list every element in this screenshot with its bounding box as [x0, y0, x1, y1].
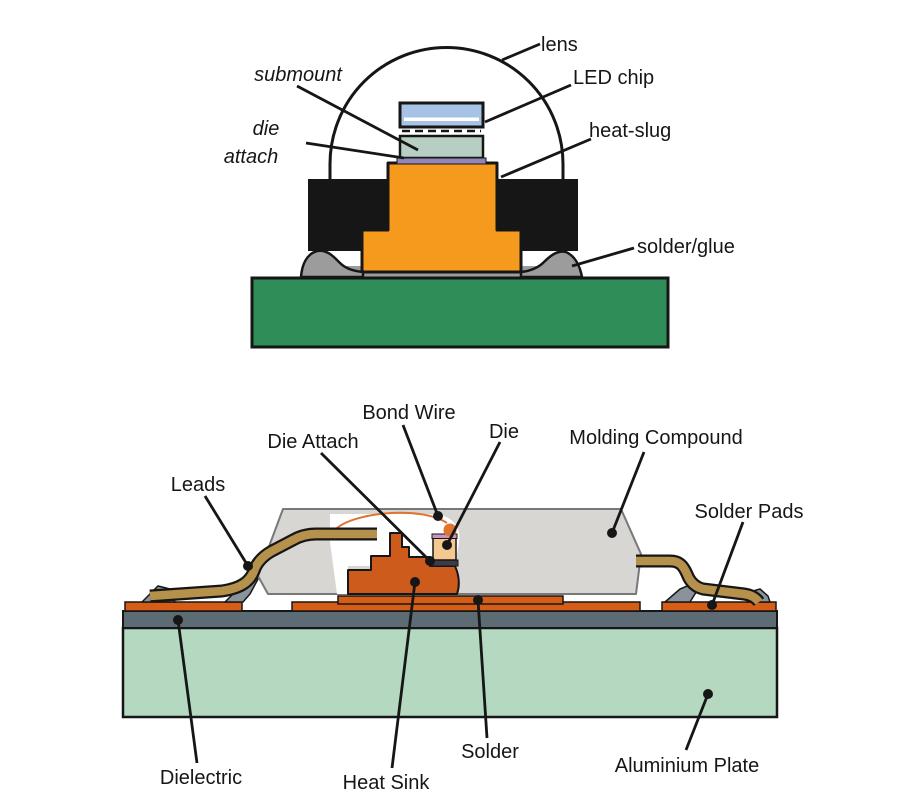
lead-left-shape: [149, 529, 377, 601]
solder-glue-label: solder/glue: [637, 236, 735, 258]
bottom-diagram: Bond Wire Die Attach Die Molding Compoun…: [121, 402, 804, 792]
molding-compound-dot: [607, 528, 617, 538]
solder-pad-left-shape: [124, 601, 243, 612]
solder-glue-leader-line: [571, 246, 635, 268]
die-top-layer-shape: [431, 533, 458, 539]
board-shape: [250, 276, 670, 349]
die-attach-dot: [425, 556, 435, 566]
heat-sink-dot: [410, 577, 420, 587]
leads-label: Leads: [171, 474, 226, 496]
top-diagram: lens submount die attach LED chip heat-s…: [224, 34, 735, 349]
dielectric-leader-line: [176, 619, 199, 764]
die-dot: [442, 540, 452, 550]
solder-pads-label: Solder Pads: [695, 501, 804, 523]
solder-pads-leader-line: [710, 521, 745, 606]
submount-leader-line: [296, 84, 419, 152]
dielectric-dot: [173, 615, 183, 625]
solder-glue-right-shape: [519, 250, 584, 279]
aluminium-plate-leader-line: [684, 693, 710, 751]
heat-slug-leader-line: [500, 137, 592, 179]
dielectric-label: Dielectric: [160, 767, 242, 789]
led-chip-label: LED chip: [573, 67, 654, 89]
submount-label: submount: [254, 64, 343, 86]
bond-wire-dot: [433, 511, 443, 521]
die-attach-layer-shape: [396, 157, 487, 165]
solder-pad-right-shape: [661, 601, 777, 612]
led-chip-shape: [398, 101, 485, 129]
led-chip-leader-line: [484, 83, 572, 124]
solder-leader-line: [476, 599, 489, 739]
solder-glue-left-shape: [299, 249, 365, 279]
aluminium-plate-shape: [121, 626, 779, 719]
leads-dot: [243, 561, 253, 571]
dielectric-shape: [122, 610, 778, 629]
die-attach-shape: [430, 559, 459, 567]
die-leader-line: [445, 441, 502, 546]
heat-sink-leader-line: [390, 581, 417, 769]
solder-pads-dot: [707, 600, 717, 610]
led-chip-quantum-well-stripe: [404, 117, 479, 121]
aluminium-plate-dot: [703, 689, 713, 699]
leads-leader-line: [203, 495, 250, 567]
solder-dot: [473, 595, 483, 605]
heat-slug-label: heat-slug: [589, 120, 671, 142]
die-attach-leader-line: [305, 141, 405, 160]
molding-compound-label: Molding Compound: [569, 427, 742, 449]
bond-wire-leader-line: [401, 424, 440, 517]
lens-leader-line: [501, 42, 541, 62]
die-label: Die: [489, 421, 519, 443]
solder-label: Solder: [461, 741, 519, 763]
lens-label: lens: [541, 34, 578, 56]
die-attach-label-line2: attach: [224, 146, 278, 168]
die-attach-leader-line-bottom: [320, 452, 431, 562]
heat-sink-label: Heat Sink: [343, 772, 431, 792]
aluminium-plate-label: Aluminium Plate: [615, 755, 760, 777]
die-attach-label-line1: die: [253, 118, 280, 140]
die-attach-label: Die Attach: [267, 431, 358, 453]
molding-compound-leader-line: [610, 451, 646, 534]
bond-wire-label: Bond Wire: [362, 402, 455, 424]
lead-right-shape: [636, 556, 763, 605]
heat-sink-solder-shape: [337, 595, 564, 605]
